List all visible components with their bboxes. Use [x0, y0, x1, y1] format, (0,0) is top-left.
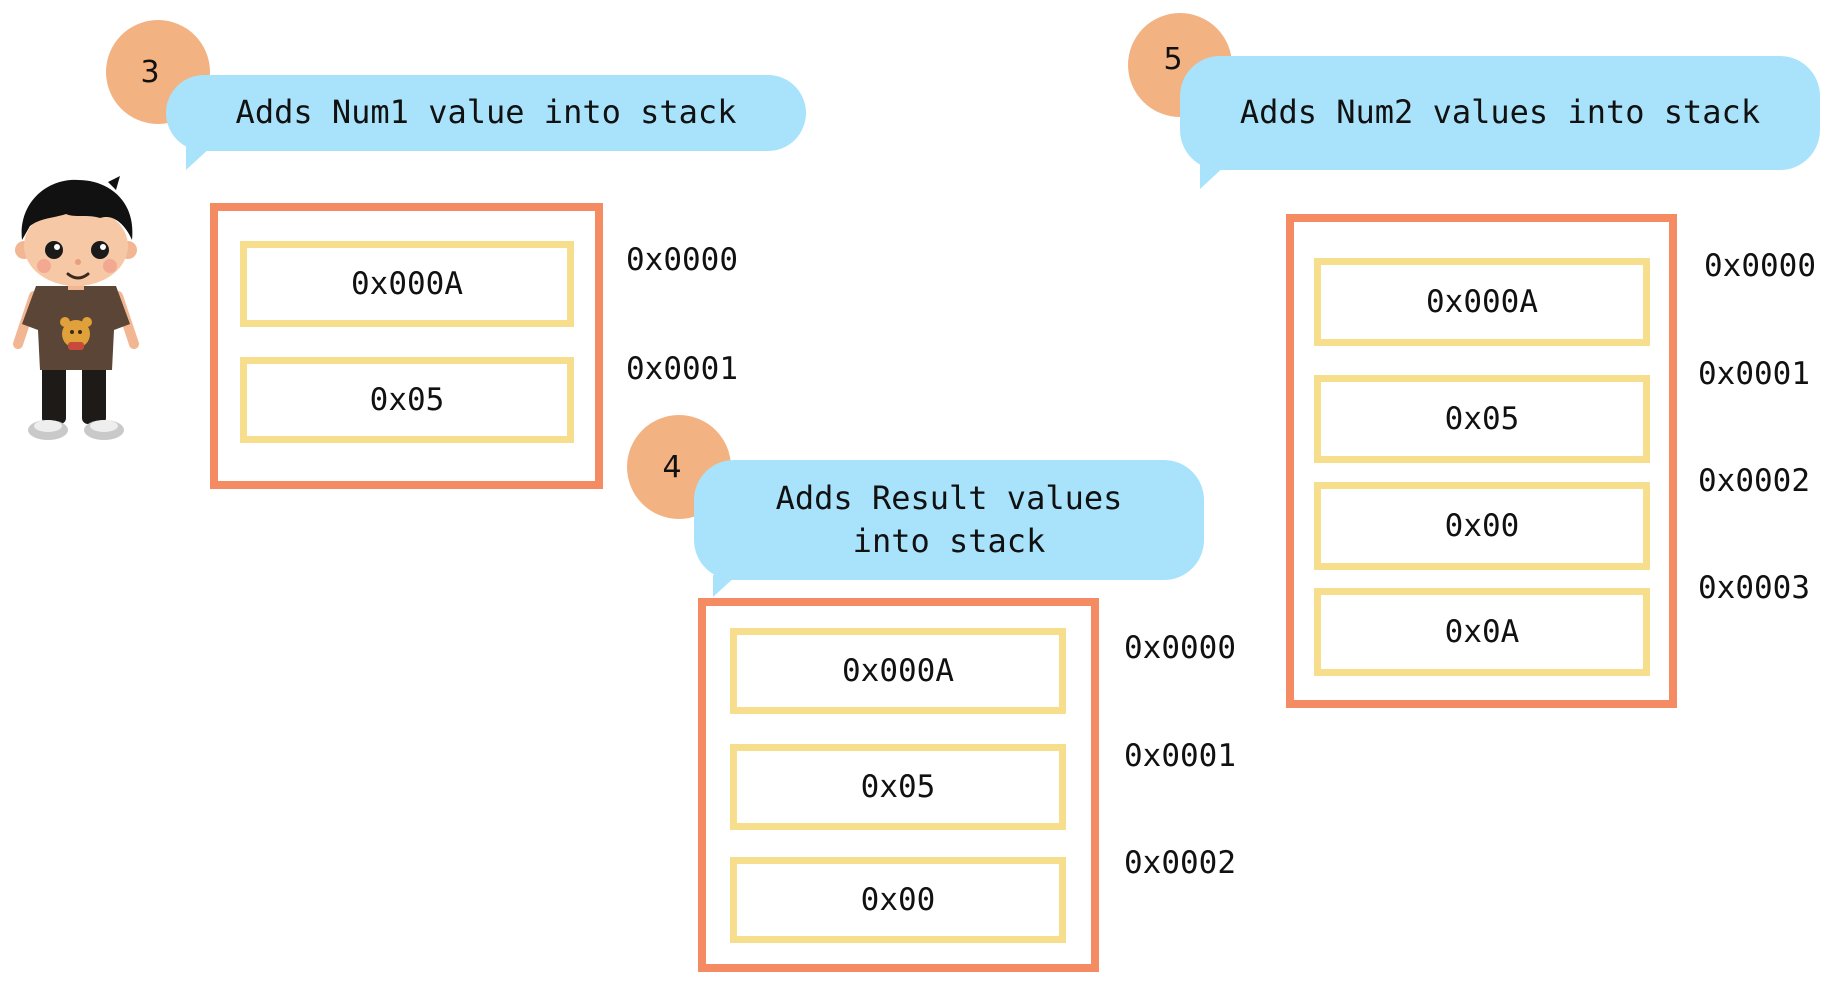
stack-cell-value: 0x00: [860, 882, 936, 918]
stack-cell: 0x000A: [1314, 258, 1650, 346]
stack-cell-value: 0x05: [369, 382, 445, 418]
stack-address-label: 0x0002: [1698, 463, 1810, 499]
stack-address-label: 0x0000: [626, 242, 738, 278]
stack-cell: 0x000A: [240, 241, 574, 327]
stack-cell: 0x00: [730, 857, 1066, 943]
stack-cell-value: 0x0A: [1444, 614, 1520, 650]
step-4-stack: 0x000A 0x05 0x00: [698, 598, 1099, 972]
stack-cell-value: 0x05: [1444, 401, 1520, 437]
stack-address-label: 0x0002: [1124, 845, 1236, 881]
stack-cell-value: 0x05: [860, 769, 936, 805]
step-5-stack: 0x000A 0x05 0x00 0x0A: [1286, 214, 1677, 708]
stack-cell: 0x05: [240, 357, 574, 443]
step-3-number: 3: [140, 54, 160, 90]
stack-cell-value: 0x000A: [842, 653, 954, 689]
stack-cell-value: 0x000A: [351, 266, 463, 302]
stack-cell-value: 0x000A: [1426, 284, 1538, 320]
stack-address-label: 0x0000: [1704, 248, 1816, 284]
step-4-number: 4: [662, 449, 682, 485]
step-3-bubble-tail: [186, 146, 212, 170]
step-4-caption: Adds Result values into stack: [775, 478, 1123, 560]
step-3-caption: Adds Num1 value into stack: [235, 93, 737, 132]
stack-cell: 0x00: [1314, 482, 1650, 570]
step-5-bubble-tail: [1200, 165, 1226, 189]
boy-character-illustration: [13, 176, 139, 440]
stack-cell-value: 0x00: [1444, 508, 1520, 544]
stack-address-label: 0x0001: [1124, 738, 1236, 774]
stack-cell: 0x0A: [1314, 588, 1650, 676]
stack-cell: 0x000A: [730, 628, 1066, 714]
step-3-caption-bubble: Adds Num1 value into stack: [166, 75, 806, 151]
stack-address-label: 0x0001: [1698, 356, 1810, 392]
stack-address-label: 0x0003: [1698, 570, 1810, 606]
stack-cell: 0x05: [730, 744, 1066, 830]
stack-address-label: 0x0001: [626, 351, 738, 387]
step-5-number: 5: [1163, 41, 1183, 77]
step-4-caption-bubble: Adds Result values into stack: [694, 460, 1204, 580]
stack-cell: 0x05: [1314, 375, 1650, 463]
step-4-bubble-tail: [713, 575, 737, 597]
step-5-caption-bubble: Adds Num2 values into stack: [1180, 56, 1820, 170]
stack-address-label: 0x0000: [1124, 630, 1236, 666]
step-3-stack: 0x000A 0x05: [210, 203, 603, 489]
step-5-caption: Adds Num2 values into stack: [1239, 93, 1761, 132]
